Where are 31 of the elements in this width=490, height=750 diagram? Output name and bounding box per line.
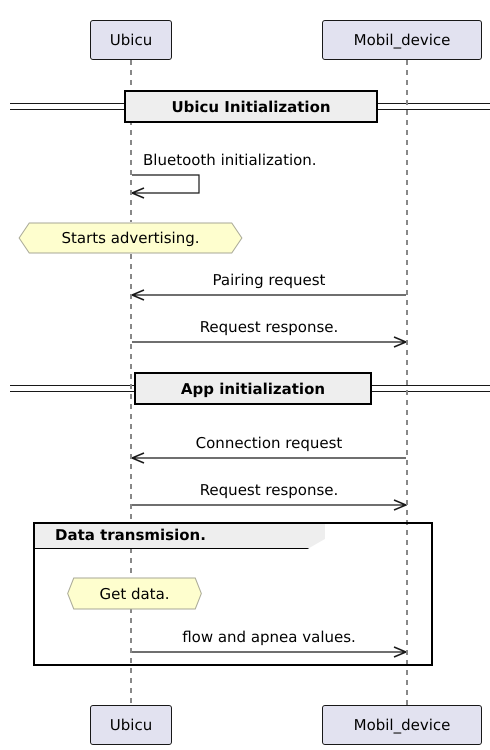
message-label: flow and apnea values. [181, 628, 357, 646]
lifeline [130, 254, 132, 522]
message-arrow [131, 289, 406, 301]
group-title: Data transmision. [35, 524, 325, 549]
message-label: Connection request [194, 434, 344, 452]
note-text: Get data. [99, 584, 170, 602]
note-hexagon [18, 222, 243, 254]
note-hexagon [67, 577, 202, 610]
participant-name: Mobil_device [354, 716, 450, 734]
participant-name: Ubicu [110, 31, 152, 49]
participant-name: Mobil_device [354, 31, 450, 49]
message-label: Bluetooth initialization. [143, 151, 317, 169]
message-label: Request response. [198, 318, 340, 336]
divider-title: App initialization [180, 380, 326, 398]
message-arrow [132, 646, 407, 658]
participant-box [90, 705, 172, 745]
participant-box [322, 20, 482, 60]
message-arrow [131, 452, 406, 464]
participant-box [90, 20, 172, 60]
group-frame [33, 522, 433, 666]
divider-title: Ubicu Initialization [171, 98, 331, 116]
message-arrow [132, 499, 407, 511]
participant-name: Ubicu [110, 716, 152, 734]
message-label: Request response. [198, 481, 340, 499]
message-arrow [132, 336, 407, 348]
lifeline [130, 608, 132, 705]
participant-box [322, 705, 482, 745]
message-label: Pairing request [212, 271, 326, 289]
note-text: Starts advertising. [61, 229, 200, 247]
self-message-arrow [131, 174, 200, 199]
lifeline [406, 60, 408, 705]
